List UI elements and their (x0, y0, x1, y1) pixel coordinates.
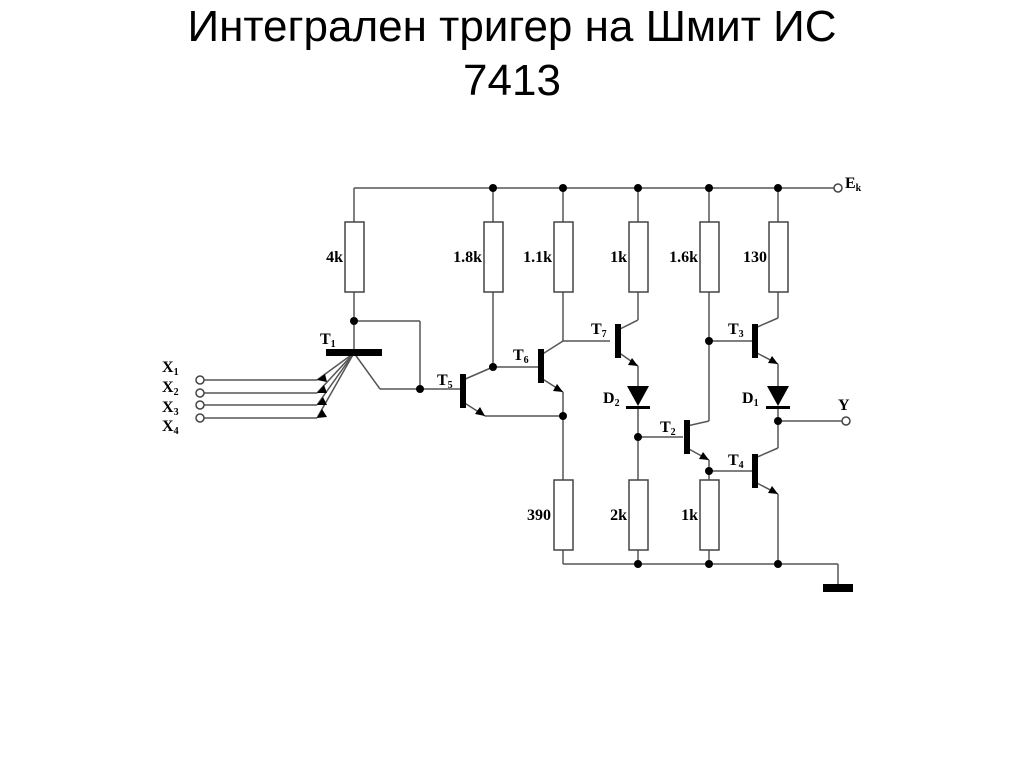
label-x1: X1 (162, 359, 179, 378)
resistor-1-1k (553, 221, 574, 293)
label-r-1k-top: 1k (610, 249, 627, 266)
transistor-t4 (752, 454, 758, 488)
component-labels: T1 T5 T6 T7 T2 T3 T4 D2 D1 Ek Y X1 X2 X3… (162, 175, 862, 471)
label-r-130: 130 (743, 249, 767, 266)
input-terminal-x4 (195, 413, 205, 423)
label-r-1k-bottom: 1k (681, 507, 698, 524)
label-r-1-8k: 1.8k (453, 249, 482, 266)
diode-d1 (767, 386, 789, 406)
label-d2: D2 (603, 390, 620, 409)
junction-dots (350, 184, 782, 568)
resistor-bodies (344, 221, 789, 551)
resistor-1-6k (699, 221, 720, 293)
resistor-1k-top (628, 221, 649, 293)
label-x2: X2 (162, 379, 179, 398)
emitter-arrows (317, 356, 778, 494)
label-t1: T1 (320, 331, 336, 350)
label-d1: D1 (742, 390, 759, 409)
slide-title: Интегрален тригер на Шмит ИС 7413 (0, 0, 1024, 108)
label-t6: T6 (513, 347, 529, 366)
transistor-t2 (684, 420, 690, 454)
label-r-390: 390 (527, 507, 551, 524)
label-ek: Ek (845, 175, 862, 194)
terminals (195, 183, 851, 426)
label-r-1-6k: 1.6k (669, 249, 698, 266)
supply-terminal (833, 183, 843, 193)
transistor-t1 (326, 349, 382, 356)
label-x4: X4 (162, 418, 179, 437)
title-line-2: 7413 (463, 56, 561, 105)
resistor-130 (768, 221, 789, 293)
label-r-4k: 4k (326, 249, 343, 266)
diodes (626, 386, 790, 409)
label-t3: T3 (728, 321, 744, 340)
label-t4: T4 (728, 452, 744, 471)
diode-d2 (627, 386, 649, 406)
title-line-1: Интегрален тригер на Шмит ИС (187, 2, 837, 51)
resistor-1k-bottom (699, 479, 720, 551)
label-r-1-1k: 1.1k (523, 249, 552, 266)
resistor-390 (553, 479, 574, 551)
label-r-2k: 2k (610, 507, 627, 524)
resistor-4k (344, 221, 365, 293)
label-t5: T5 (437, 372, 453, 391)
wires (204, 187, 842, 584)
input-terminal-x3 (195, 400, 205, 410)
label-y: Y (838, 397, 850, 414)
input-terminal-x1 (195, 375, 205, 385)
input-terminal-x2 (195, 388, 205, 398)
resistor-2k (628, 479, 649, 551)
transistor-bases (326, 324, 758, 488)
label-x3: X3 (162, 399, 179, 418)
output-terminal (841, 416, 851, 426)
transistor-t5 (460, 374, 466, 408)
label-t7: T7 (591, 321, 607, 340)
ground-icon (823, 584, 853, 592)
transistor-t3 (752, 324, 758, 358)
transistor-t6 (538, 349, 544, 383)
resistor-labels: 4k 1.8k 1.1k 1k 1.6k 130 390 2k 1k (326, 249, 767, 524)
label-t2: T2 (660, 419, 676, 438)
resistor-1-8k (483, 221, 504, 293)
transistor-t7 (615, 324, 621, 358)
